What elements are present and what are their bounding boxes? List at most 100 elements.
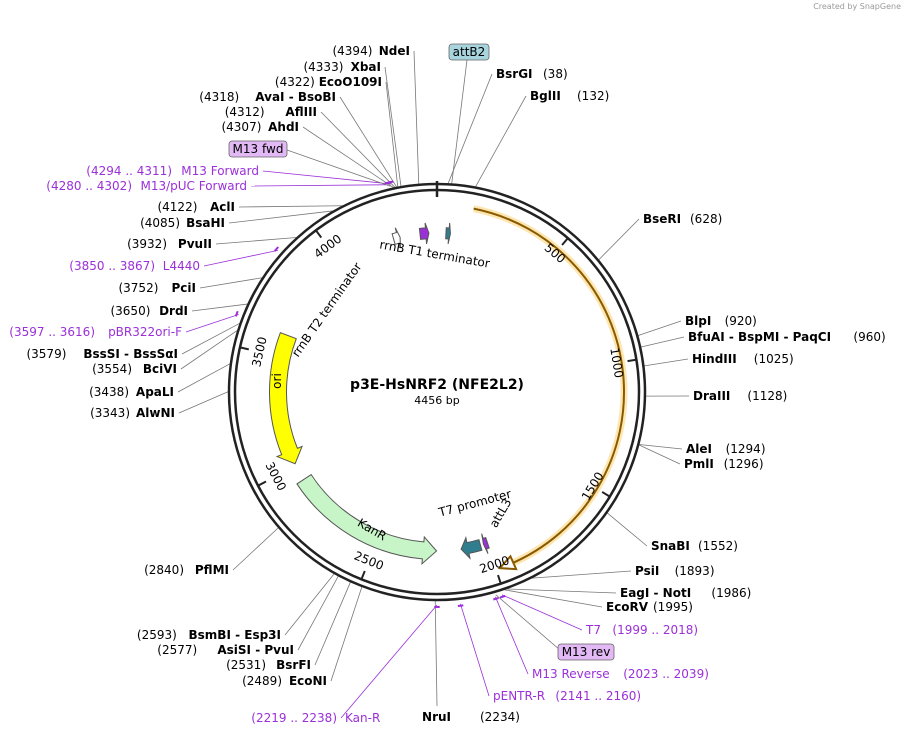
primer-name: M13/pUC Forward [140, 179, 247, 193]
site-pflmi: PflMI(2840) [144, 563, 229, 577]
site-position: (1552) [698, 539, 738, 553]
tick-label: 500 [542, 241, 569, 267]
m13-fwd-box: M13 fwd [228, 140, 288, 158]
site-name: BlpI [685, 314, 711, 328]
feature-rrnb-t1-terminator [418, 222, 430, 244]
site-position: (4333) [303, 60, 343, 74]
site-position: (960) [853, 330, 885, 344]
primer-range: (2141 .. 2160) [555, 689, 641, 703]
site-name: AleI [686, 442, 712, 456]
primer-name: pENTR-R [493, 689, 545, 703]
site-name: BsaHI [186, 216, 225, 230]
site-name: AlwNI [136, 406, 175, 420]
site-bglii: BglII (132) [530, 89, 609, 103]
site-position: (1893) [675, 564, 715, 578]
site-eagi: EagI - NotI (1986) [620, 586, 751, 600]
primer-range: (3850 .. 3867) [69, 259, 155, 273]
site-position: (3752) [118, 281, 158, 295]
feature-rrnb-t2-terminator [391, 227, 401, 249]
feature-t7-promoter [481, 533, 490, 554]
site-name: BseRI [643, 212, 681, 226]
site-name: HindIII [692, 352, 737, 366]
site-position: (3932) [127, 237, 167, 251]
primer-name: pBR322ori-F [108, 325, 182, 339]
primer-name: L4440 [163, 259, 200, 273]
site-draiii: DraIII(1128) [693, 389, 787, 403]
plasmid-title: p3E-HsNRF2 (NFE2L2) [350, 377, 524, 393]
boxed-label-text: M13 rev [562, 645, 611, 659]
site-position: (1986) [711, 586, 751, 600]
site-bfuai: BfuAI - BspMI - PaqCI(960) [688, 330, 886, 344]
site-name: EcoO109I [319, 75, 382, 89]
tick-label: 2000 [478, 553, 511, 576]
site-bseri: BseRI (628) [643, 212, 722, 226]
boxed-label-text: M13 fwd [233, 142, 284, 156]
site-name: PciI [172, 281, 197, 295]
site-alwni: AlwNI (3343) [90, 406, 175, 420]
primer-bind-mark [493, 597, 499, 601]
primer-range: (4280 .. 4302) [46, 179, 132, 193]
tick-mark [315, 229, 323, 239]
site-position: (3579) [26, 347, 66, 361]
site-position: (2489) [242, 674, 282, 688]
site-name: EagI - NotI [620, 586, 691, 600]
primer-kan-r: (2219 .. 2238) Kan-R [251, 605, 440, 725]
site-name: SnaBI [651, 539, 690, 553]
primer-name: T7 [585, 623, 601, 637]
credit-brand: SnapGene [859, 2, 901, 11]
site-position: (4307) [221, 120, 261, 134]
primer-range: (2219 .. 2238) [251, 711, 337, 725]
site-name: BglII [530, 89, 561, 103]
m13-rev-box: M13 rev [557, 643, 615, 661]
site-position: (132) [577, 89, 609, 103]
tick-mark [627, 358, 637, 363]
snapgene-credit: Created by SnapGene [813, 2, 901, 11]
tick-mark [360, 570, 366, 580]
primer-bind-mark [234, 310, 239, 317]
primer-m13-forward: M13 Forward(4294 .. 4311) [86, 164, 394, 184]
site-position: (1296) [724, 457, 764, 471]
primer-name: Kan-R [345, 711, 380, 725]
site-bsrgi: BsrGI(38) [496, 67, 568, 81]
site-position: (3343) [90, 406, 130, 420]
site-xbai: XbaI(4333) [303, 60, 381, 74]
site-bsssi: BssSI - BssSαI(3579) [26, 347, 178, 361]
primer-range: (2023 .. 2039) [623, 667, 709, 681]
tick-mark [497, 574, 502, 584]
primer-m13-reverse: M13 Reverse(2023 .. 2039) [493, 597, 709, 681]
site-position: (3650) [110, 304, 150, 318]
site-position: (4394) [332, 44, 372, 58]
site-position: (3438) [89, 385, 129, 399]
site-nrui: NruI(2234) [422, 710, 520, 724]
site-name: DrdI [159, 304, 188, 318]
rrnB-t1-terminator-label: rrnB T1 terminator [378, 237, 490, 270]
site-position: (2577) [157, 643, 197, 657]
site-name: BsmBI - Esp3I [189, 628, 281, 642]
primer-t7: T7 (1999 .. 2018) [499, 594, 698, 637]
plasmid-backbone [227, 181, 647, 602]
site-position: (4318) [199, 90, 239, 104]
site-blpi: BlpI(920) [685, 314, 757, 328]
site-asisi: AsiSI - PvuI(2577) [157, 643, 294, 657]
primer-range: (1999 .. 2018) [612, 623, 698, 637]
primer-range: (4294 .. 4311) [86, 164, 172, 178]
site-drdi: DrdI (3650) [110, 304, 188, 318]
site-name: BsrFI [276, 658, 311, 672]
site-position: (1995) [653, 600, 693, 614]
site-position: (628) [690, 212, 722, 226]
site-hindiii: HindIII(1025) [692, 352, 794, 366]
site-position: (38) [543, 67, 568, 81]
primer-bind-mark [499, 594, 506, 599]
primer-l4440: L4440 (3850 .. 3867) [69, 246, 280, 273]
site-name: PvuII [178, 237, 212, 251]
primer-bind-mark [273, 246, 280, 252]
site-name: ApaLI [136, 385, 174, 399]
rrnB-t2-terminator-label: rrnB T2 terminator [289, 260, 365, 360]
site-bsmbi: BsmBI - Esp3I(2593) [137, 628, 281, 642]
site-position: (2234) [480, 710, 520, 724]
feature-ori [269, 331, 303, 465]
tick-label: 3500 [249, 335, 269, 368]
site-position: (4085) [140, 216, 180, 230]
tick-label: 1000 [607, 347, 626, 379]
primer-bind-mark [457, 604, 464, 607]
